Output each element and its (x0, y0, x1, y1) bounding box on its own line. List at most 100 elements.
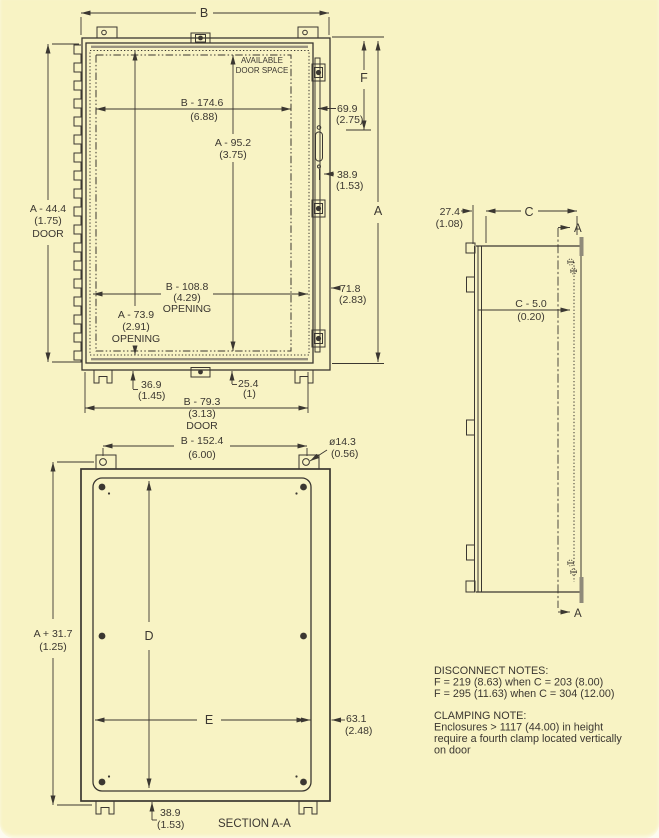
panel-stud (98, 632, 106, 640)
section-enclosure-outline (80, 454, 331, 815)
dim-mount-width: B - 152.4 (181, 435, 224, 447)
panel-stud (300, 483, 307, 491)
front-enclosure-outline (73, 26, 331, 384)
dim-opening-height-in: (2.91) (122, 321, 149, 333)
panel-stud (98, 778, 106, 786)
dim-door-width-suffix: DOOR (186, 420, 218, 432)
door-clamp (311, 63, 326, 82)
dim-hinge-offset: 36.9 (141, 379, 162, 391)
door-outline (85, 42, 314, 364)
dim-front-depth: 27.4 (440, 206, 461, 218)
dim-clamp-top-offset-in: (2.75) (336, 114, 363, 126)
dim-depth-letter: C (524, 205, 533, 219)
dim-handle-offset: 38.9 (337, 169, 358, 181)
side-dimensions: 27.4 (1.08) C A A C - 5.0 (0.20) (436, 205, 582, 620)
door-clamp (311, 329, 326, 348)
side-clamp (465, 580, 476, 593)
bracket-hole (101, 29, 107, 36)
front-view: B AVAILABLE DOOR SPACE B - 174.6 (6.88) … (30, 6, 384, 432)
rear-flange (579, 237, 584, 256)
dim-hole-dia-in: (0.56) (331, 448, 358, 460)
dim-clamp-bottom-offset-in: (2.83) (339, 294, 366, 306)
panel-stud (300, 632, 307, 640)
dim-door-space-height-in: (3.75) (219, 149, 246, 161)
dim-door-height-suffix: DOOR (32, 228, 64, 240)
dim-e-letter: E (205, 713, 213, 727)
dim-panel-depth-in: (0.20) (517, 311, 544, 323)
enclosure-body (80, 468, 331, 802)
section-title: SECTION A-A (218, 818, 291, 830)
side-enclosure-outline (465, 237, 584, 603)
side-clamp (466, 419, 475, 436)
clamping-note-1: Enclosures > 1117 (44.00) in height (434, 722, 603, 734)
dim-opening-width-in: (4.29) (173, 292, 200, 304)
dim-overall-width: B (200, 6, 208, 20)
door-handle (315, 125, 323, 180)
dim-panel-depth: C - 5.0 (515, 298, 547, 310)
dim-clamp-top-offset: 69.9 (337, 103, 358, 115)
dim-hole-dia: ø14.3 (329, 436, 356, 448)
dim-panel-gap: 63.1 (346, 713, 367, 725)
dim-opening-width-suffix: OPENING (163, 303, 211, 315)
mounting-foot (93, 370, 113, 384)
side-view: 27.4 (1.08) C A A C - 5.0 (0.20) (436, 205, 584, 620)
clamping-note-3: on door (434, 745, 471, 757)
mounting-bracket (297, 26, 319, 39)
dim-door-width-in: (3.13) (188, 408, 215, 420)
dim-hinge-offset-in: (1.45) (138, 390, 165, 402)
door-gasket-dotted (89, 50, 310, 356)
dim-f-letter: F (360, 71, 368, 85)
clamping-note-2: require a fourth clamp located verticall… (434, 733, 622, 745)
section-arrow-label-bottom: A (574, 608, 582, 620)
disconnect-note-2: F = 295 (11.63) when C = 304 (12.00) (434, 688, 614, 700)
dim-stud-offset: 38.9 (160, 807, 181, 819)
disconnect-note-1: F = 219 (8.63) when C = 203 (8.00) (434, 677, 603, 689)
disconnect-notes-title: DISCONNECT NOTES: (434, 665, 548, 677)
dim-latch-offset-in: (1) (243, 388, 256, 400)
mounting-foot (294, 370, 314, 384)
dim-d-letter: D (144, 629, 153, 643)
back-panel (92, 477, 312, 792)
dim-panel-gap-in: (2.48) (345, 725, 372, 737)
available-door-space-label-2: DOOR SPACE (236, 66, 289, 75)
latch-hardware (311, 57, 326, 353)
bracket-hole (302, 458, 310, 466)
dim-opening-height: A - 73.9 (118, 309, 154, 321)
rear-flange (579, 577, 584, 603)
dim-mount-height-in: (1.25) (39, 641, 66, 653)
side-clamp (466, 276, 475, 293)
clamping-note-title: CLAMPING NOTE: (434, 710, 526, 722)
bracket-hole (302, 29, 308, 36)
dim-door-space-width: B - 174.6 (181, 97, 224, 109)
section-dimensions: B - 152.4 (6.00) ø14.3 (0.56) A + 31.7 (… (34, 435, 373, 831)
dim-clamp-bottom-offset: 71.8 (340, 283, 361, 295)
mounting-foot (95, 801, 115, 815)
side-clamp (466, 544, 475, 561)
dim-mount-height: A + 31.7 (34, 628, 73, 640)
hinge (73, 44, 82, 362)
dim-door-space-width-in: (6.88) (190, 111, 217, 123)
dim-door-width: B - 79.3 (184, 396, 221, 408)
panel-stud (98, 483, 106, 491)
dim-latch-offset: 25.4 (238, 378, 259, 390)
available-door-space-label-1: AVAILABLE (241, 56, 283, 65)
section-arrow-label-top: A (574, 223, 582, 235)
door-clamp (311, 199, 326, 218)
dim-front-depth-in: (1.08) (436, 218, 463, 230)
panel-stud (300, 778, 307, 786)
dim-door-height-in: (1.75) (34, 215, 61, 227)
panel-stud (567, 559, 577, 576)
mounting-bracket (96, 26, 118, 39)
dim-door-space-height: A - 95.2 (215, 137, 251, 149)
dim-mount-width-in: (6.00) (188, 449, 215, 461)
available-door-space-boundary (95, 54, 292, 352)
panel-stud (567, 258, 577, 275)
bracket-hole (99, 458, 107, 466)
dim-stud-offset-in: (1.53) (157, 819, 184, 831)
dim-a-letter: A (374, 204, 383, 218)
mounting-foot (298, 801, 318, 815)
front-dimensions: B AVAILABLE DOOR SPACE B - 174.6 (6.88) … (30, 6, 384, 432)
dim-opening-width: B - 108.8 (166, 281, 209, 293)
